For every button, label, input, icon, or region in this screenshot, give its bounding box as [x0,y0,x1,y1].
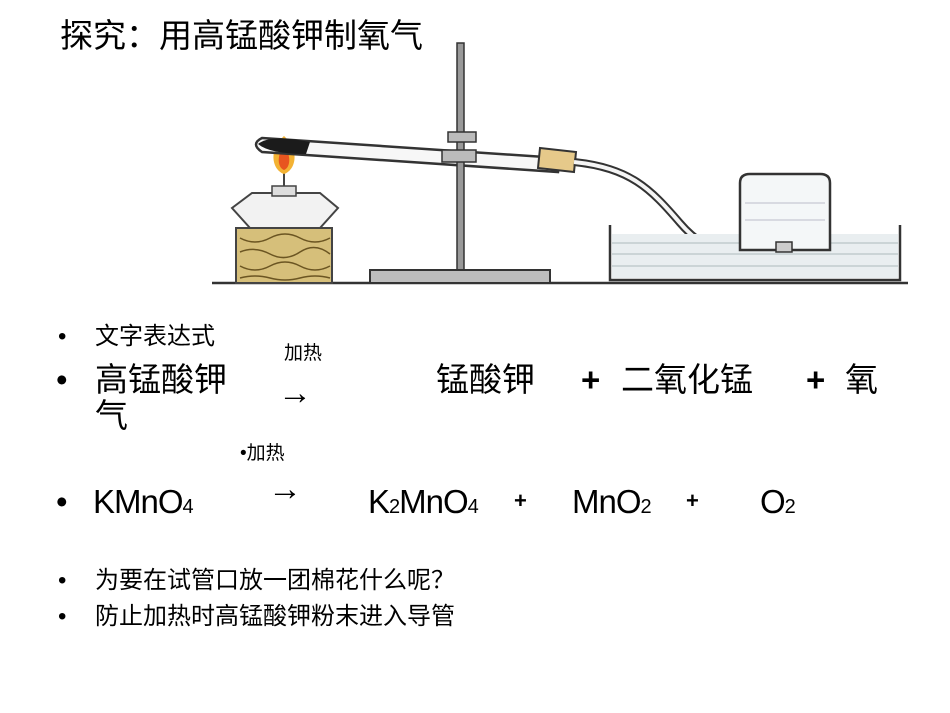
word-reactant: 高锰酸钾 [95,361,227,398]
reaction-arrow: → [278,374,312,412]
page-title: 探究：用高锰酸钾制氧气 [60,16,423,55]
formula-product-3: O2 [760,483,796,520]
bullet-dot: • [56,483,68,520]
bullet-dot: • [58,603,67,630]
reaction-arrow: → [268,470,302,508]
bullet-dot: • [58,323,67,350]
bullet-dot: • [58,567,67,594]
word-product-3-continued: 气 [95,397,128,434]
formula-reactant: KMnO4 [93,483,194,520]
word-product-2: 二氧化锰 [621,361,753,398]
heat-condition-label: 加热 [284,343,323,364]
heat-condition-label: •加热 [240,443,285,464]
plus-sign: + [806,361,826,398]
question-text: 为要在试管口放一团棉花什么呢？ [95,567,455,594]
plus-sign: + [686,488,699,513]
formula-product-1: K2MnO4 [368,483,479,520]
bullet-text-expression: 文字表达式 [95,323,215,350]
word-product-1: 锰酸钾 [436,361,535,398]
bullet-dot: • [56,361,68,398]
answer-text: 防止加热时高锰酸钾粉末进入导管 [95,603,455,630]
plus-sign: + [581,361,601,398]
oxygen-preparation-apparatus-icon [212,42,908,285]
plus-sign: + [514,488,527,513]
word-product-3: 氧 [845,361,878,398]
formula-product-2: MnO2 [572,483,652,520]
